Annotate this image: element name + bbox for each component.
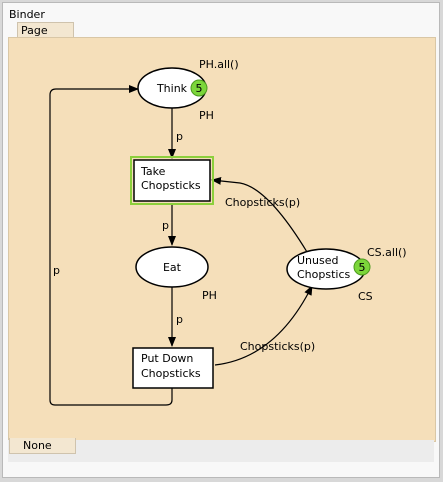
take-label-line1: Take: [140, 165, 166, 178]
net-canvas[interactable]: [8, 37, 436, 442]
put-down-label-line1: Put Down: [141, 352, 193, 365]
status-bar: [8, 440, 434, 462]
arc-eat-to-put-label: p: [176, 313, 183, 326]
unused-token-badge: [353, 258, 371, 276]
arc-put-to-think[interactable]: [49, 85, 173, 406]
page-tab-label: Page: [21, 24, 48, 39]
arc-put-to-unused-label: Chopsticks(p): [240, 340, 315, 353]
transition-put-down-chopsticks[interactable]: [132, 347, 214, 389]
think-initial-marking: PH.all(): [199, 58, 239, 71]
unused-color-set: CS: [358, 290, 373, 303]
transition-take-chopsticks[interactable]: [133, 159, 211, 202]
think-token-count: 5: [196, 82, 203, 95]
unused-label-line2: Chopstics: [297, 268, 351, 281]
think-color-set: PH: [199, 109, 214, 122]
place-think-label: Think: [156, 82, 188, 95]
binder-title: Binder: [9, 8, 45, 21]
take-label-line2: Chopsticks: [141, 179, 201, 192]
put-down-label-line2: Chopsticks: [141, 367, 201, 380]
transition-take-outline: [130, 156, 214, 205]
unused-token-count: 5: [359, 261, 366, 274]
unused-label-line1: Unused: [297, 254, 338, 267]
tab-page[interactable]: Page: [17, 22, 74, 39]
arc-take-to-eat-label: p: [162, 219, 169, 232]
arc-unused-to-take-label: Chopsticks(p): [225, 196, 300, 209]
arc-put-to-think-label: p: [53, 264, 60, 277]
place-eat[interactable]: [135, 246, 209, 288]
tab-none[interactable]: None: [9, 438, 76, 454]
arc-think-to-take-label: p: [176, 130, 183, 143]
unused-initial-marking: CS.all(): [367, 246, 407, 259]
place-eat-label: Eat: [163, 261, 182, 274]
arc-unused-to-take[interactable]: [211, 176, 308, 253]
eat-color-set: PH: [202, 289, 217, 302]
think-token-badge: [190, 79, 208, 97]
arc-put-to-unused[interactable]: [214, 285, 313, 366]
